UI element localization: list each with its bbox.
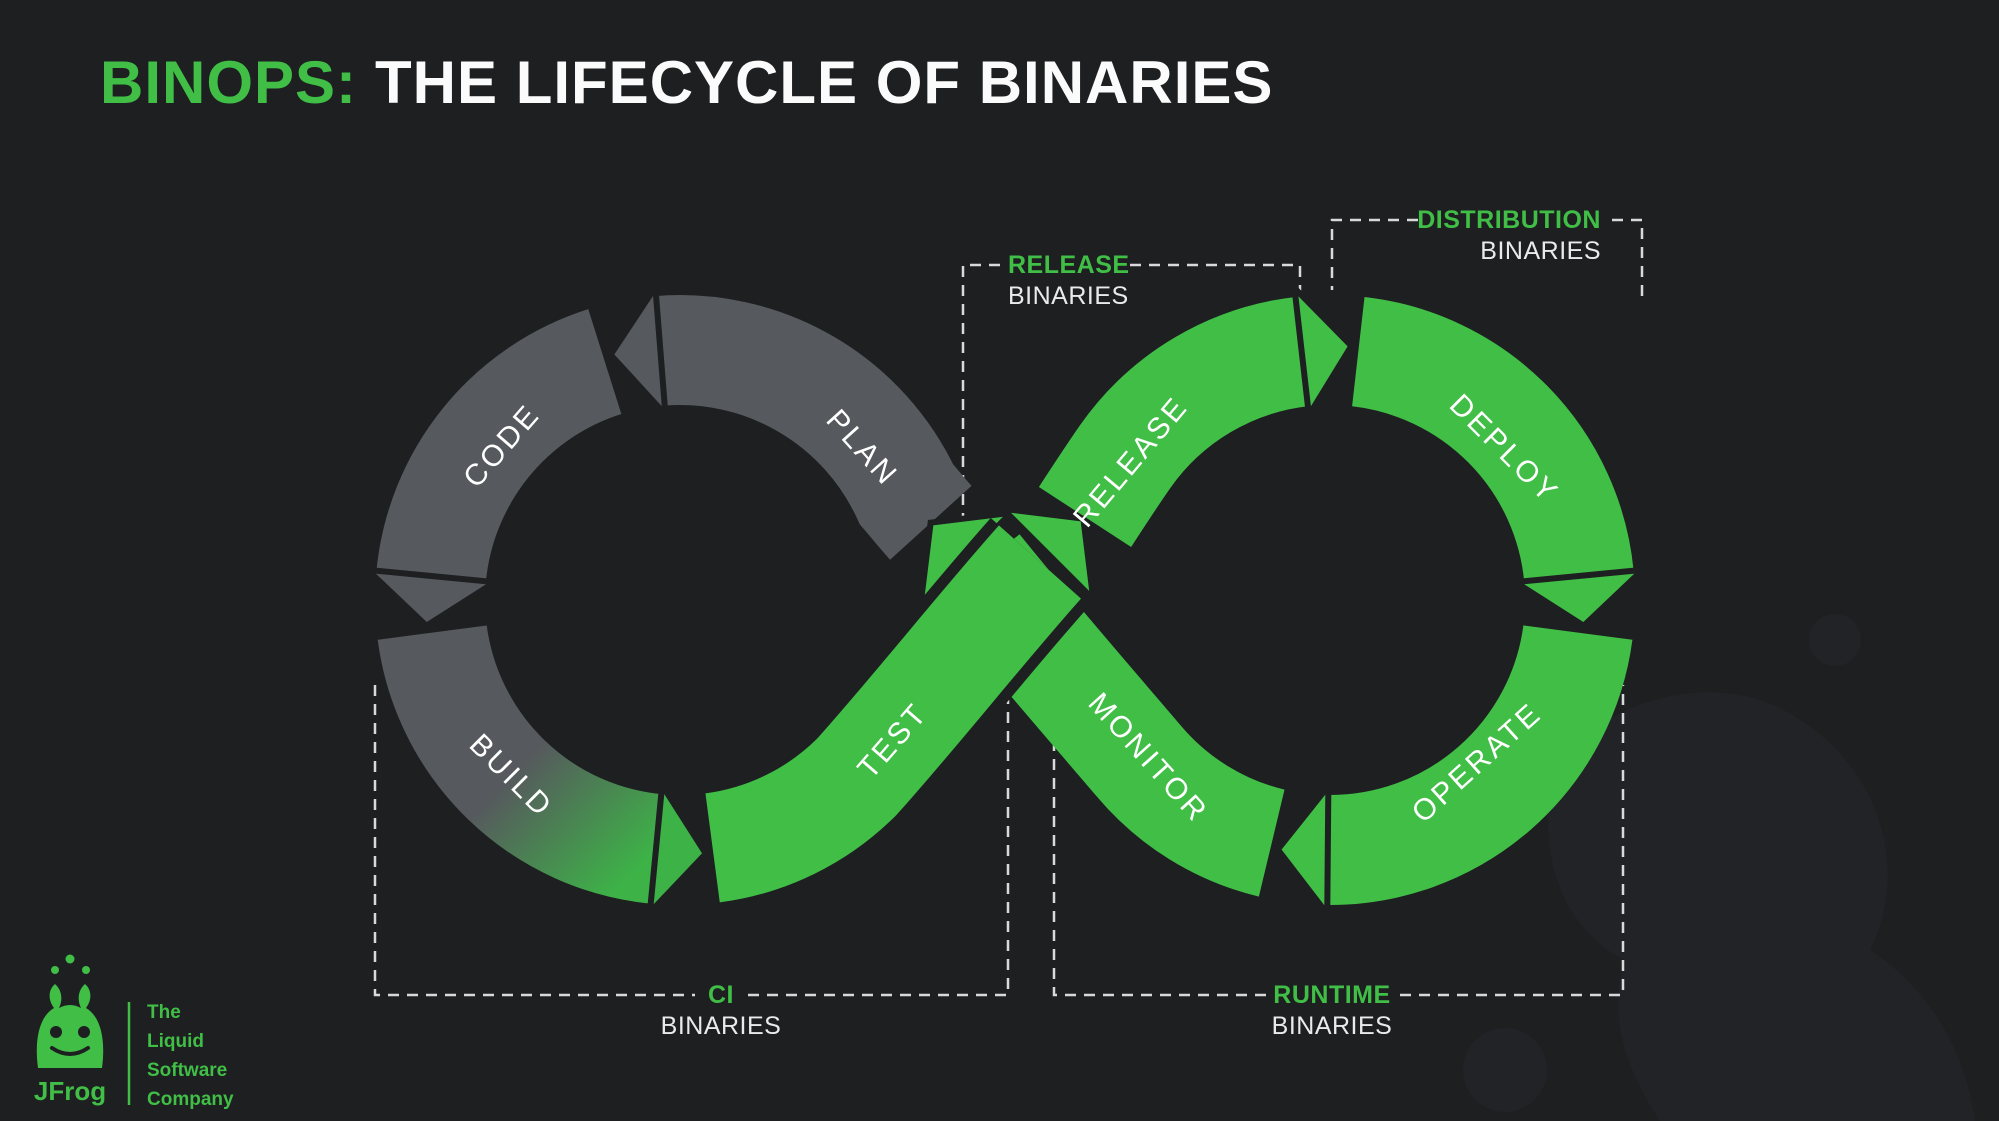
segment-plan [656,295,972,560]
arrow-test-to-release [994,504,1098,608]
annotation-ci-binaries: CI BINARIES [661,980,782,1042]
title-rest: THE LIFECYCLE OF BINARIES [375,49,1274,116]
frog-watermark [1463,614,1975,1121]
segment-operate [1327,624,1633,906]
arrow-release-to-deploy [1290,279,1356,425]
annotation-release-highlight: RELEASE [1008,251,1130,279]
annotation-ci-highlight: CI [707,981,734,1009]
tagline-line-3: Software [147,1060,227,1081]
annotation-ci-rest: BINARIES [660,1012,782,1040]
arrow-build-to-test [646,776,710,921]
distribution-binaries-bracket-left [1330,218,1418,290]
segment-release [1038,296,1310,547]
page-title: BINOPS: THE LIFECYCLE OF BINARIES [100,48,1273,117]
annotation-distribution-highlight: DISTRIBUTION [1417,206,1601,234]
jfrog-logo: JFrog The Liquid Software Company [34,954,234,1110]
annotation-runtime-rest: BINARIES [1271,1012,1393,1040]
segment-build [377,624,663,904]
annotation-runtime-binaries: RUNTIME BINARIES [1272,980,1393,1042]
annotation-release-rest: BINARIES [1008,282,1129,310]
segment-code [376,309,623,583]
tagline-line-2: Liquid [147,1031,204,1052]
arrow-deploy-to-operate [1506,566,1651,630]
tagline-line-1: The [147,1002,181,1023]
annotation-runtime-highlight: RUNTIME [1273,981,1391,1009]
arrow-code-to-build [359,566,504,630]
jfrog-logo-icon [36,954,104,1068]
ci-binaries-bracket-right [748,700,1010,997]
segment-deploy [1350,296,1634,583]
annotation-distribution-rest: BINARIES [1480,237,1601,265]
tagline-line-4: Company [147,1089,234,1110]
annotation-distribution-binaries: DISTRIBUTION BINARIES [1417,205,1601,267]
annotation-release-binaries: RELEASE BINARIES [1008,250,1130,312]
segment-test [704,525,1082,903]
jfrog-brand-text: JFrog [34,1076,106,1106]
title-highlight: BINOPS: [100,49,358,116]
runtime-binaries-bracket-left [1052,740,1268,997]
distribution-binaries-bracket-right [1612,218,1644,297]
arrow-plan-to-code [606,278,670,424]
arrow-operate-to-monitor [1273,777,1332,923]
ci-binaries-bracket-left [373,685,695,997]
